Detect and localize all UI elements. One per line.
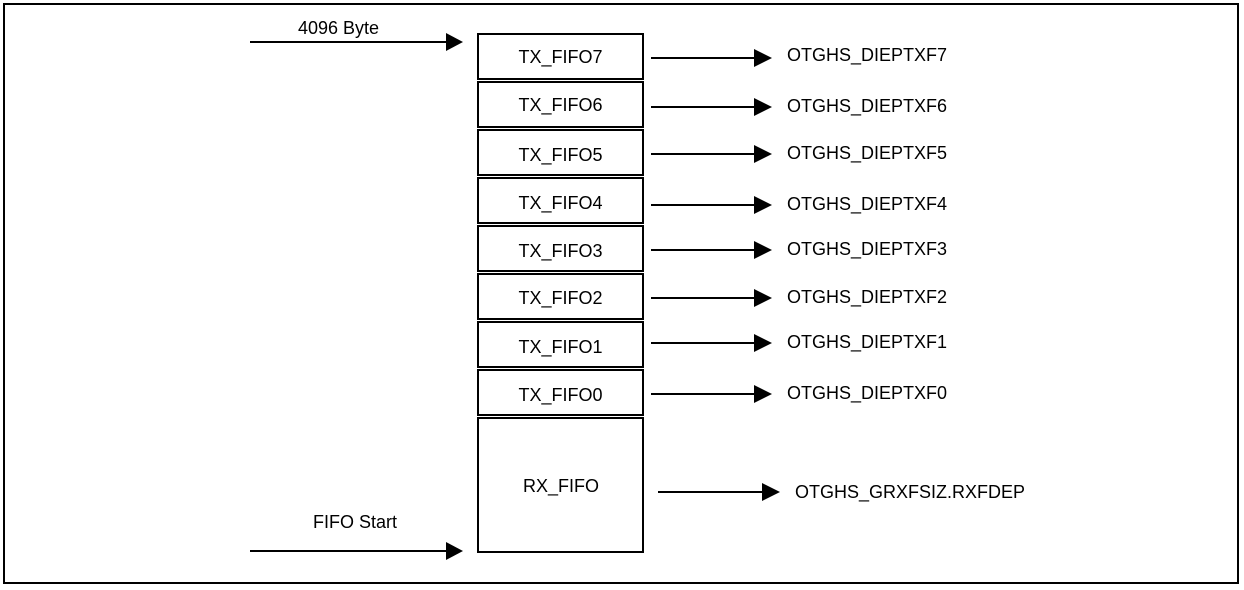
tx-fifo-box bbox=[477, 33, 644, 80]
tx-fifo-register-label: OTGHS_DIEPTXF4 bbox=[787, 194, 947, 215]
tx-fifo-register-label: OTGHS_DIEPTXF6 bbox=[787, 96, 947, 117]
rx-fifo-box bbox=[477, 417, 644, 553]
top-marker: 4096 Byte bbox=[250, 18, 463, 51]
tx-fifo-register-label: OTGHS_DIEPTXF1 bbox=[787, 332, 947, 353]
tx-fifo-box bbox=[477, 129, 644, 176]
tx-fifo-box bbox=[477, 321, 644, 368]
tx-fifo-register-label: OTGHS_DIEPTXF2 bbox=[787, 287, 947, 308]
tx-fifo-label: TX_FIFO2 bbox=[518, 288, 602, 309]
rx-fifo-block: RX_FIFO OTGHS_GRXFSIZ.RXFDEP bbox=[477, 417, 1025, 553]
tx-fifo-arrowhead-icon bbox=[754, 334, 772, 352]
top-marker-label: 4096 Byte bbox=[298, 18, 379, 38]
tx-fifo-box bbox=[477, 273, 644, 320]
tx-fifo-register-label: OTGHS_DIEPTXF0 bbox=[787, 383, 947, 404]
tx-fifo-arrowhead-icon bbox=[754, 145, 772, 163]
bottom-marker-label: FIFO Start bbox=[313, 512, 397, 532]
tx-fifo-register-label: OTGHS_DIEPTXF3 bbox=[787, 239, 947, 260]
tx-fifo-label: TX_FIFO3 bbox=[518, 241, 602, 262]
rx-fifo-arrowhead-icon bbox=[762, 483, 780, 501]
tx-fifo-box bbox=[477, 81, 644, 128]
tx-fifo-arrowhead-icon bbox=[754, 196, 772, 214]
bottom-marker-arrowhead-icon bbox=[446, 542, 463, 560]
tx-fifo-label: TX_FIFO1 bbox=[518, 337, 602, 358]
bottom-marker: FIFO Start bbox=[250, 512, 463, 560]
tx-fifo-label: TX_FIFO4 bbox=[518, 193, 602, 214]
tx-fifo-label: TX_FIFO0 bbox=[518, 385, 602, 406]
tx-fifo-arrowhead-icon bbox=[754, 49, 772, 67]
tx-fifo-arrowhead-icon bbox=[754, 241, 772, 259]
tx-fifo-box bbox=[477, 225, 644, 272]
tx-fifo-register-label: OTGHS_DIEPTXF7 bbox=[787, 45, 947, 66]
diagram-frame bbox=[3, 3, 1239, 584]
tx-fifo-label: TX_FIFO5 bbox=[518, 145, 602, 166]
tx-fifo-register-label: OTGHS_DIEPTXF5 bbox=[787, 143, 947, 164]
tx-fifo-arrowhead-icon bbox=[754, 385, 772, 403]
rx-fifo-register-label: OTGHS_GRXFSIZ.RXFDEP bbox=[795, 482, 1025, 503]
tx-fifo-box bbox=[477, 369, 644, 416]
top-marker-arrowhead-icon bbox=[446, 33, 463, 51]
rx-fifo-label: RX_FIFO bbox=[523, 476, 599, 497]
tx-fifo-box bbox=[477, 177, 644, 224]
tx-fifo-arrowhead-icon bbox=[754, 289, 772, 307]
tx-fifo-arrowhead-icon bbox=[754, 98, 772, 116]
tx-fifo-label: TX_FIFO7 bbox=[518, 47, 602, 68]
tx-fifo-label: TX_FIFO6 bbox=[518, 95, 602, 116]
